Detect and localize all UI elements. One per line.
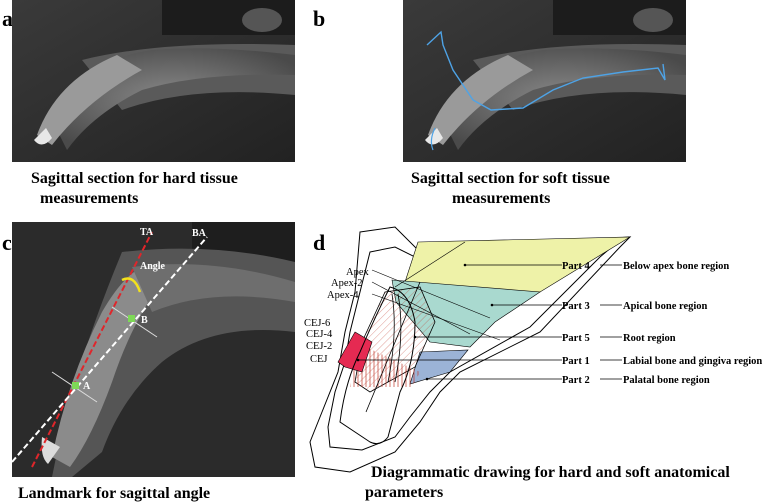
label-cej: CEJ [310,354,328,365]
label-apex-2: Apex-2 [331,278,363,289]
panel-c-ct-image: TA BA Angle A B [12,222,295,477]
part3-name: Apical bone region [623,301,708,312]
part2-id: Part 2 [562,375,590,386]
label-cej-4: CEJ-4 [306,329,333,340]
part1-region [337,331,373,373]
panel-b-caption-line2: measurements [452,190,551,207]
label-point-a: A [83,381,91,392]
label-cej-2: CEJ-2 [306,341,332,352]
landmark-a-marker [72,382,79,389]
panel-b-letter: b [313,6,326,31]
part1-id: Part 1 [562,356,590,367]
part3-id: Part 3 [562,301,590,312]
part5-name: Root region [623,333,676,344]
panel-a-letter: a [2,6,13,31]
panel-c-letter: c [2,230,12,255]
label-apex: Apex [346,267,369,278]
tooth-axis-line [31,231,153,468]
panel-a-caption-line2: measurements [40,190,139,207]
label-ba: BA [192,228,207,239]
part4-id: Part 4 [562,261,590,272]
label-ta: TA [140,227,154,238]
angle-arc-shape [121,277,142,293]
label-point-b: B [141,315,148,326]
panel-d-letter: d [313,230,326,255]
part2-name: Palatal bone region [623,375,710,386]
soft-tissue-trace [426,30,666,111]
panel-b-caption-line1: Sagittal section for soft tissue [411,170,610,187]
panel-b-ct-image [403,0,686,162]
label-angle: Angle [140,261,166,272]
bone-axis-line [12,236,208,463]
panel-d-caption-line2: parameters [365,484,444,501]
label-cej-6: CEJ-6 [304,318,330,329]
panel-d-diagram: Apex Apex-2 Apex-4 CEJ-6 CEJ-4 CEJ-2 CEJ… [300,222,784,480]
landmark-b-marker [128,315,135,322]
panel-a-ct-image [12,0,295,162]
part1-name: Labial bone and gingiva region [623,356,762,367]
part5-id: Part 5 [562,333,590,344]
panel-c-caption: Landmark for sagittal angle [18,485,211,502]
label-apex-4: Apex-4 [327,290,359,301]
panel-a-caption-line1: Sagittal section for hard tissue [31,170,238,187]
tooth-outline [339,286,416,445]
part4-name: Below apex bone region [623,261,729,272]
panel-d-caption-line1: Diagrammatic drawing for hard and soft a… [371,464,730,481]
